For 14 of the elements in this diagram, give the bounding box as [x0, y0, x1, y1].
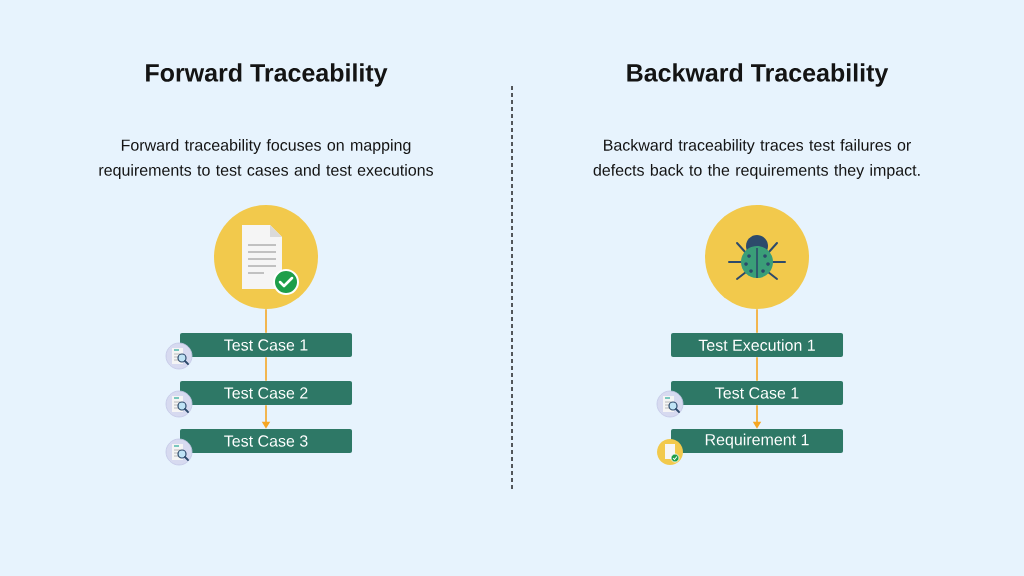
process-box: Test Case 1 — [180, 333, 352, 357]
process-box: Test Execution 1 — [671, 333, 843, 357]
process-box: Requirement 1 — [671, 429, 843, 453]
process-box: Test Case 3 — [180, 429, 352, 453]
connector-line — [265, 308, 267, 334]
connector-line — [756, 356, 758, 382]
heading: Forward Traceability — [146, 63, 388, 87]
heading: Backward Traceability — [627, 63, 889, 87]
connector-line — [756, 308, 758, 334]
connector-line — [265, 356, 267, 382]
process-box: Test Case 2 — [180, 381, 352, 405]
process-box: Test Case 1 — [671, 381, 843, 405]
description-text: Backward traceability traces test failures or defects back to the requirements they impact. — [593, 139, 920, 179]
description-text: Forward traceability focuses on mapping requirements to test cases and test executions — [99, 139, 433, 179]
